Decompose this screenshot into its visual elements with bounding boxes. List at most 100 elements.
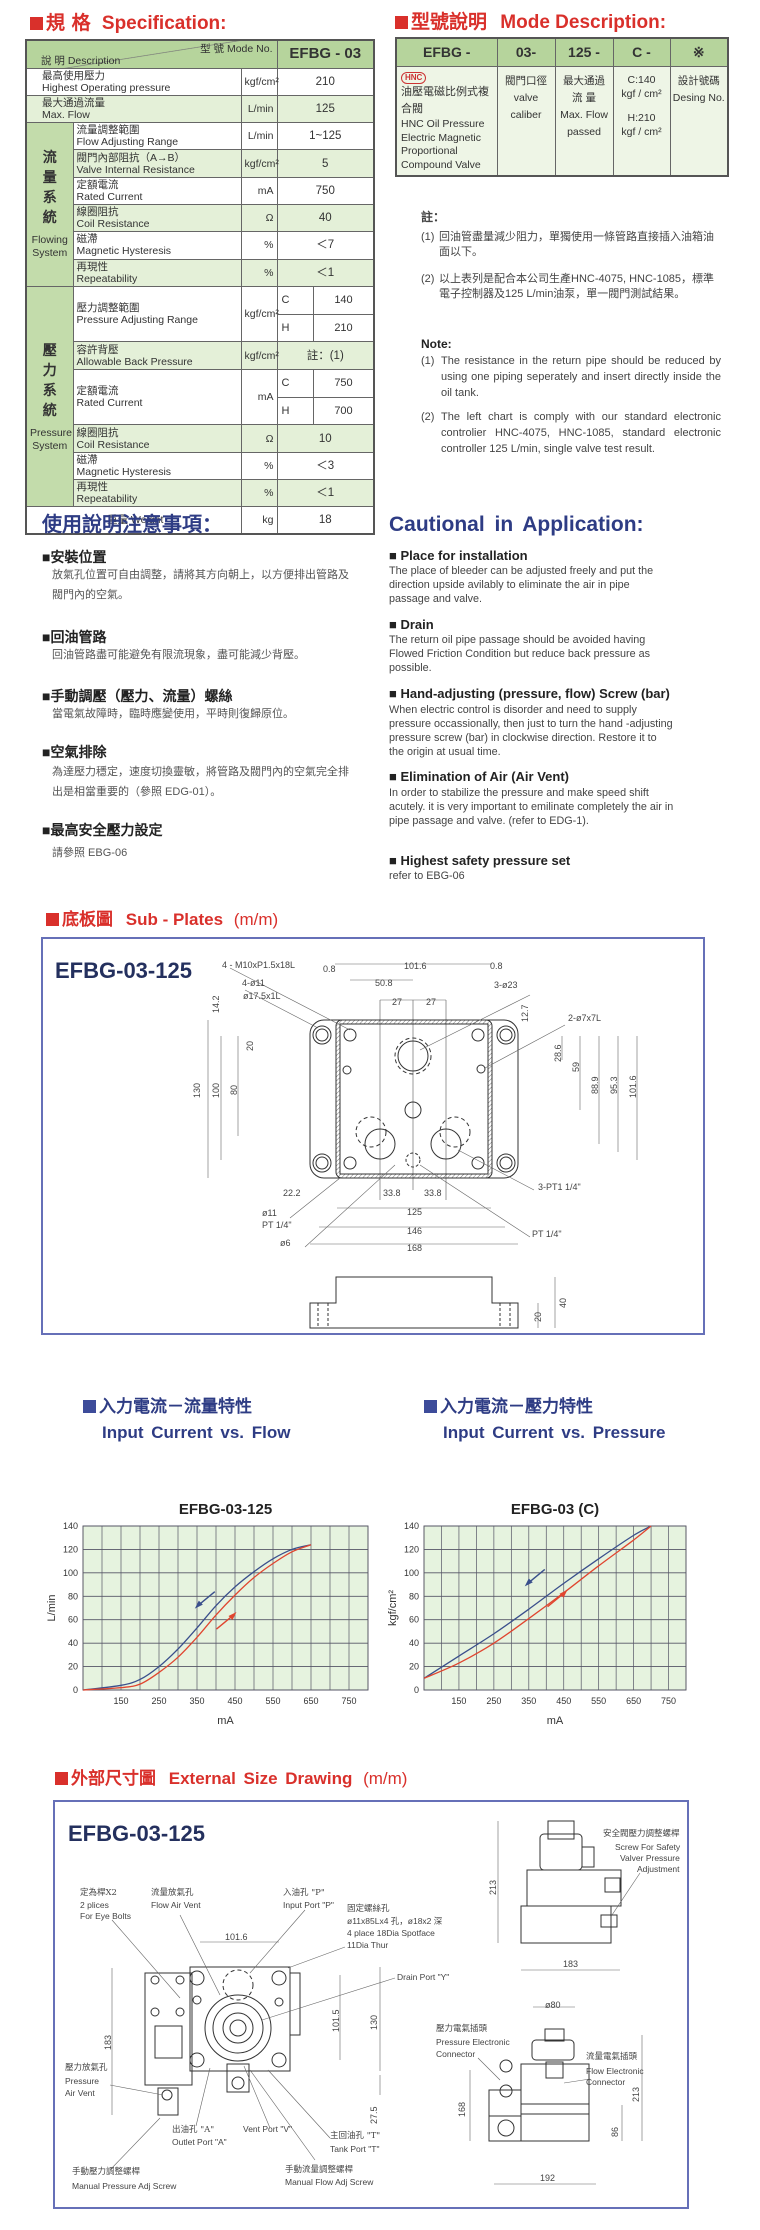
caution-item-head: ■ Drain [389,617,434,632]
group-label-en1: Pressure [30,426,73,439]
dim-label: 27.5 [369,2106,379,2124]
mode-title-en: Mode Description: [500,12,667,33]
mode-header-flow: 125 - [554,37,614,67]
drawing-label: 4 place 18Dia Spotface [347,1928,435,1938]
col4-h-unit: kgf / cm² [621,125,662,138]
note-en-1: (1)The resistance in the return pipe sho… [421,353,721,401]
x-tick-label: 150 [451,1696,466,1706]
row-label-zh: 容許背壓 [76,343,119,356]
x-tick-label: 450 [556,1696,571,1706]
row-value: ＜1 [276,258,375,287]
spec-row-weight: 重量 Weight kg 18 [25,506,375,535]
dim-label: 101.6 [225,1932,248,1942]
drawing-label: Drain Port "Y" [397,1972,450,1982]
dim-label: 213 [488,1879,498,1895]
caution-title: Cautional in Application: [389,513,644,536]
caution-item-head: ■ Place for installation [389,548,528,563]
drawing-label: Pressure [65,2076,100,2086]
dim-label: 146 [407,1226,423,1236]
dim-label: 101.6 [404,961,427,971]
col1-zh: 油壓電磁比例式複合閥 [401,86,489,115]
note-num: (1) [421,231,435,243]
col2-en1: valve [513,91,539,104]
drawing-label: 入油孔 "P" [283,1888,325,1898]
pressure-chart-heading-en: Input Current vs. Pressure [443,1423,666,1442]
row-label-en: Pressure Adjusting Range [76,314,198,327]
external-model: EFBG-03-125 [68,1821,205,1846]
note-zh-1: (1) 回油管盡量減少阻力，單獨使用一條管路直接插入油箱油面以下。 [421,230,721,260]
row-value: 5 [276,149,375,178]
mode-table: EFBG - 03- 125 - C - ※ HNC 油壓電磁比例式複合閥 HN… [395,37,729,177]
y-tick-label: 0 [73,1685,78,1695]
spec-row: 閥門內部阻抗（A→B）Valve Internal Resistance kgf… [26,149,375,178]
x-tick-label: 150 [113,1696,128,1706]
row-label-zh: 線圈阻抗 [76,426,119,439]
caution-item-text: refer to EBG-06 [389,870,465,882]
col4-c: C:140 [627,73,656,86]
caution-item-text: The return oil pipe passage should be av… [389,634,651,674]
row-unit: % [240,451,278,480]
row-value: 註：(1) [276,341,375,370]
row-label-zh: 閥門內部阻抗（A→B） [76,151,186,164]
drawing-label: Outlet Port "A" [172,2137,227,2147]
usage-item-head: ■最高安全壓力設定 [42,822,163,838]
drawing-label: Screw For Safety [615,1842,681,1852]
drawing-label: Tank Port "T" [330,2144,380,2154]
spec-header-desc: 型 號 Mode No. 說 明 Description [25,39,278,69]
caution-item-head: ■ Elimination of Air (Air Vent) [389,769,569,784]
dim-label: 125 [407,1207,423,1217]
chart-title: EFBG-03-125 [179,1501,272,1518]
dim-label: 22.2 [283,1188,301,1198]
row-unit: Ω [240,203,278,233]
row-unit: kgf/cm² [240,285,279,343]
x-axis-label: mA [547,1715,564,1727]
header-desc-label: 說 明 Description [41,54,121,67]
spec-model: EFBG - 03 [276,39,375,69]
row-value: 750 [276,176,375,205]
decrease-arrowhead-icon [194,1600,203,1609]
group-label-en2: System [32,439,68,452]
dim-label: 4-ø11 [242,978,265,988]
usage-item-head: ■回油管路 [42,629,107,645]
c-value: 140 [313,286,373,315]
dim-label: 27 [392,997,403,1007]
drawing-label: 定為桿X2 [80,1888,117,1898]
dim-label: 213 [631,2086,641,2102]
note-num: (2) [421,273,435,285]
col1-en: HNC Oil Pressure Electric Magnetic Propo… [401,118,485,171]
drawing-label: Pressure Electronic [436,2037,510,2047]
drawing-label: 流量電氣插頭 [586,2052,638,2062]
dim-label: 33.8 [383,1188,401,1198]
dim-label: ø6 [280,1238,291,1248]
mode-header-design: ※ [669,37,729,67]
dim-label: PT 1/4" [262,1220,292,1230]
dim-label: 192 [540,2173,556,2183]
pressure-chart-heading-zh: 入力電流－壓力特性 [424,1392,593,1417]
row-label-zh: 線圈阻抗 [76,206,119,219]
mode-header-series: EFBG - [395,37,498,67]
y-tick-label: 140 [404,1521,419,1531]
dim-label: 130 [192,1082,202,1098]
drawing-label: 安全閥壓力調整螺桿 [603,1829,680,1839]
subplates-unit: (m/m) [233,910,279,929]
note-en-2: (2)The left chart is comply with our sta… [421,409,721,457]
flow-system-group: 流量系統 Flowing System [25,122,74,287]
usage-item-text: 為達壓力穩定，速度切換靈敏，將管路及閥門內的空氣完全排出是相當重要的（參照 ED… [52,766,349,798]
note-text: 回油管盡量減少阻力，單獨使用一條管路直接插入油箱油面以下。 [439,231,714,258]
weight-value: 18 [276,506,375,535]
drawing-label: For Eye Bolts [80,1911,132,1921]
external-title-en: External Size Drawing [168,1769,353,1788]
drawing-label: 壓力放氣孔 [65,2063,108,2073]
row-unit: L/min [240,94,278,124]
row-value: 125 [276,94,375,124]
y-tick-label: 0 [414,1685,419,1695]
x-tick-label: 250 [151,1696,166,1706]
h-label: H [277,314,314,342]
row-value: 210 [276,67,375,96]
x-tick-label: 650 [626,1696,641,1706]
caution-item-head: ■ Hand-adjusting (pressure, flow) Screw … [389,686,670,701]
